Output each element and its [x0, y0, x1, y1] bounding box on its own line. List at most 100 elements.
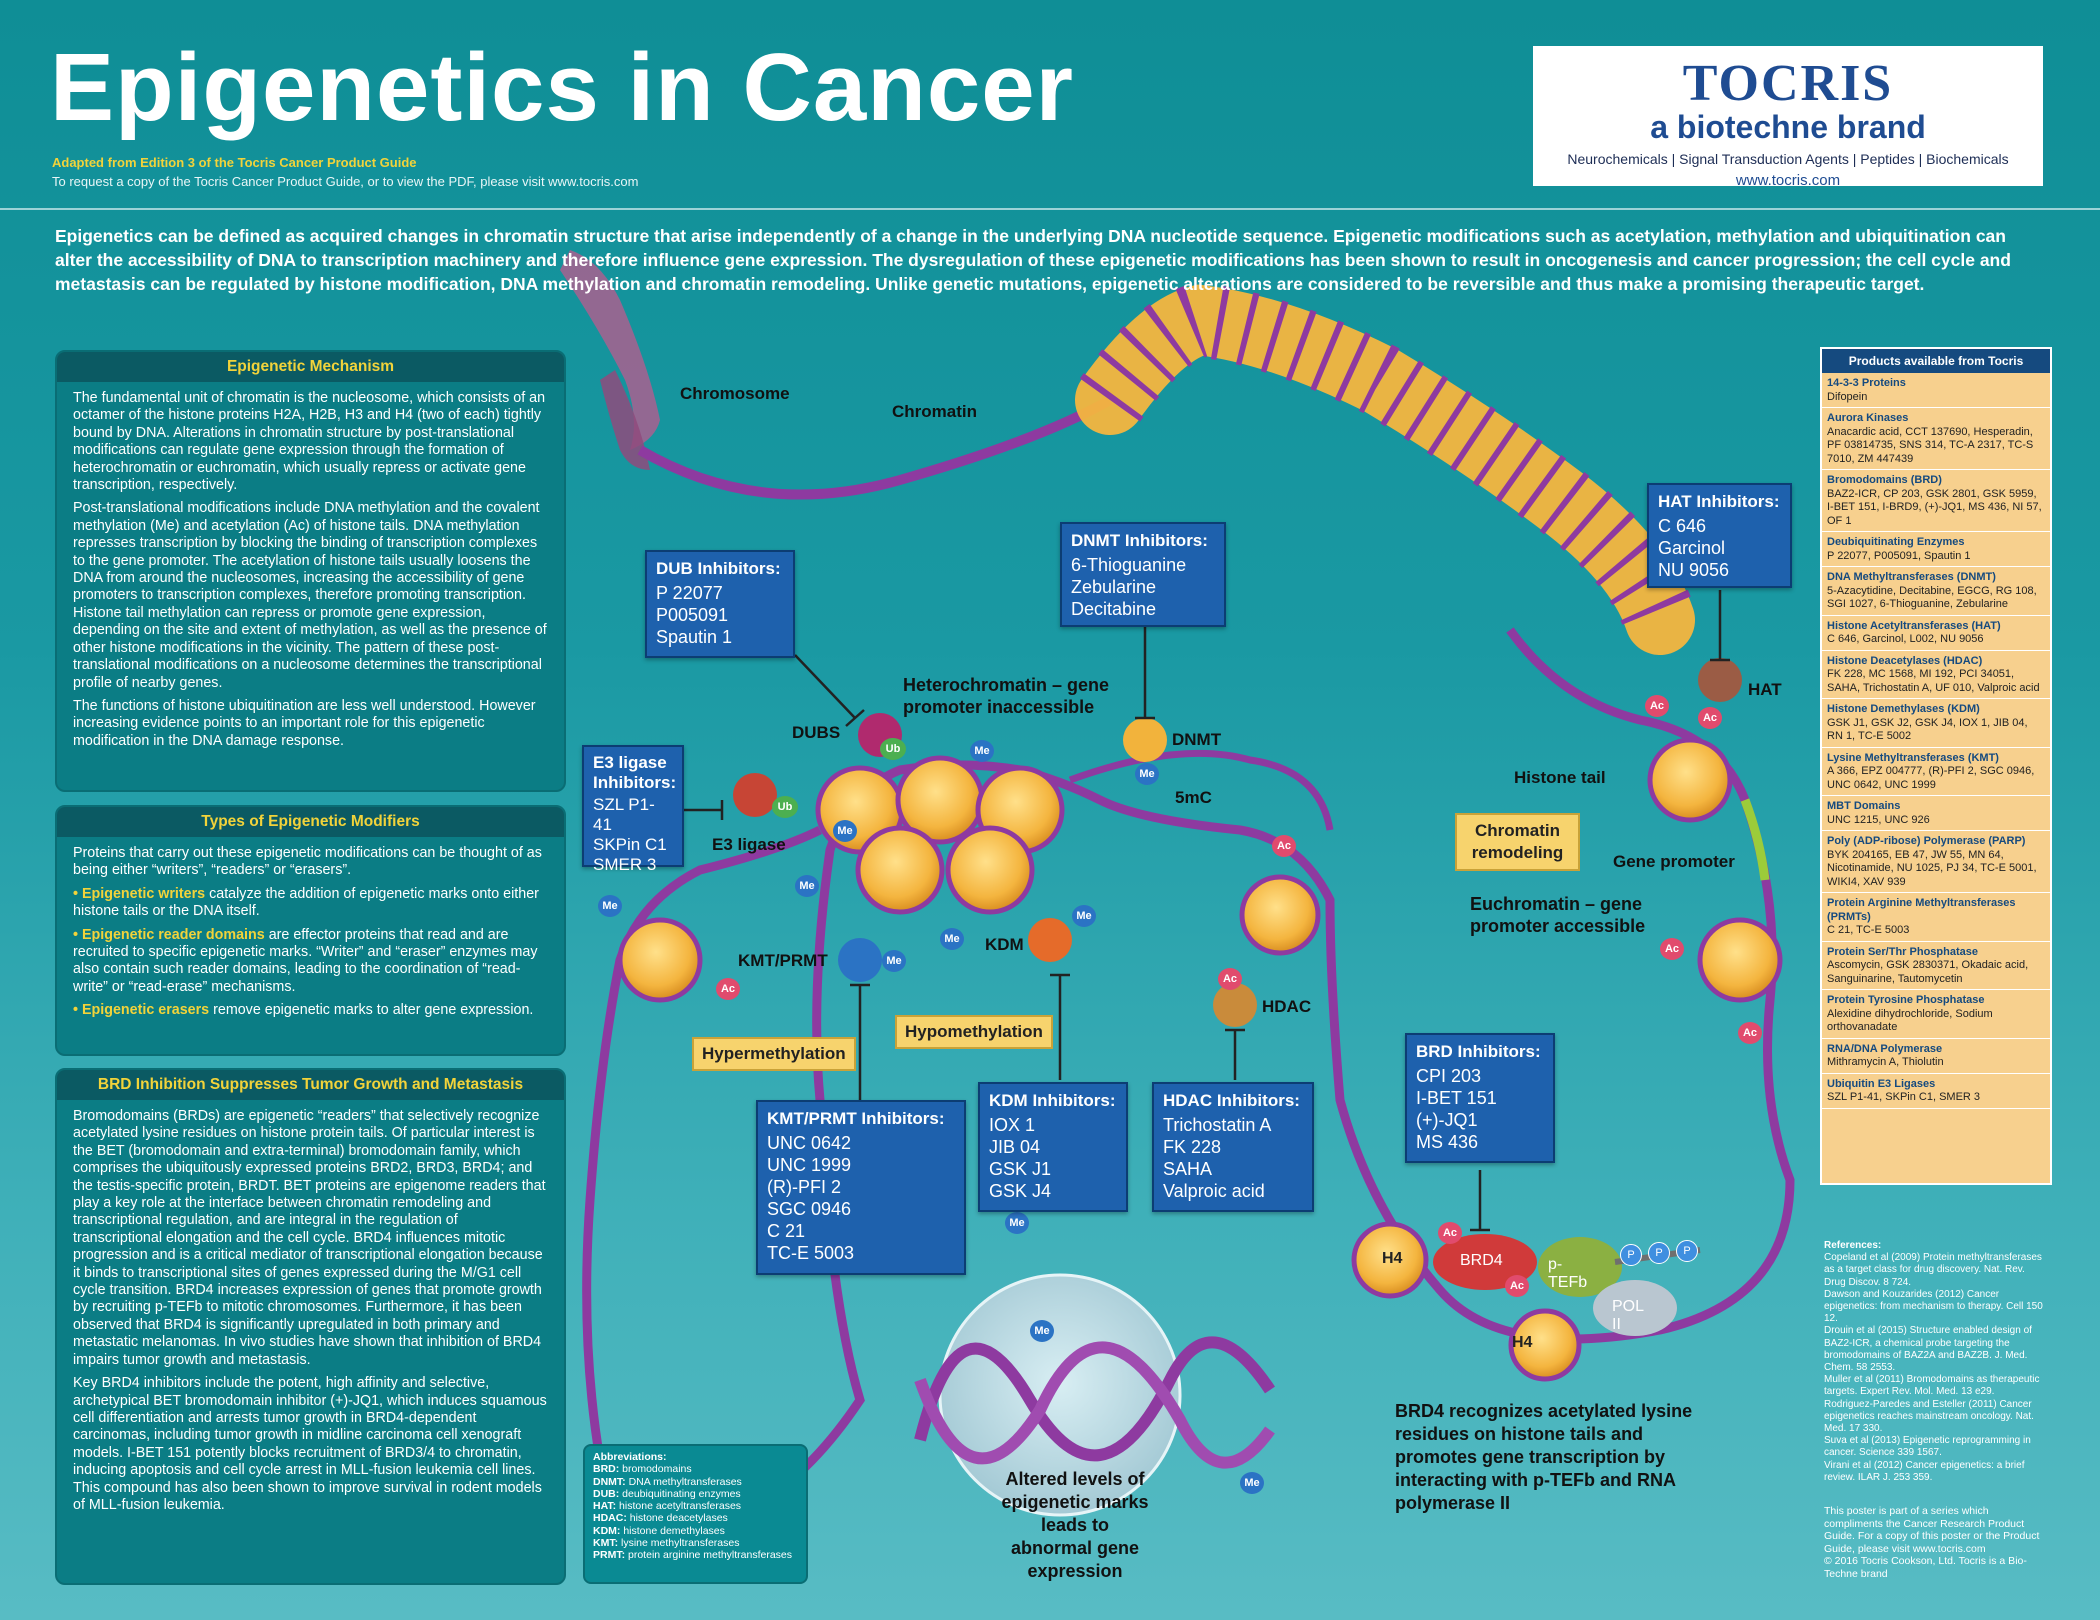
me-badge: Me [598, 895, 622, 917]
panel-title: Epigenetic Mechanism [57, 352, 564, 382]
reference-item: Virani et al (2012) Cancer epigenetics: … [1824, 1459, 2025, 1483]
ac-badge: Ac [1218, 968, 1242, 990]
reference-item: Suva et al (2013) Epigenetic reprogrammi… [1824, 1435, 2031, 1459]
ub-badge: Ub [880, 738, 906, 760]
euchromatin-label: Euchromatin – gene promoter accessible [1470, 894, 1646, 936]
panel-paragraph: Proteins that carry out these epigenetic… [73, 845, 542, 879]
me-badge: Me [1030, 1320, 1054, 1342]
abbreviations-box: Abbreviations: BRD: bromodomains DNMT: D… [583, 1444, 808, 1584]
dnmt-label: DNMT [1172, 730, 1222, 749]
me-badge: Me [1135, 763, 1159, 785]
abbr-item: KDM: histone demethylases [593, 1524, 725, 1537]
header-divider [0, 208, 2100, 210]
me-badge: Me [833, 820, 857, 842]
logo-url[interactable]: www.tocris.com [1735, 172, 1841, 190]
gene-promoter-label: Gene promoter [1613, 852, 1735, 871]
dna-loop [582, 627, 1795, 1536]
hypomethylation-label: Hypomethylation [895, 1015, 1053, 1049]
abbr-item: DNMT: DNA methyltransferases [593, 1475, 742, 1488]
product-category[interactable]: Protein Arginine Methyltransferases (PRM… [1822, 893, 2050, 942]
intro-paragraph: Epigenetics can be defined as acquired c… [55, 226, 2011, 294]
ac-badge: Ac [1645, 695, 1669, 717]
panel-paragraph: Key BRD4 inhibitors include the potent, … [73, 1375, 547, 1513]
ac-badge: Ac [1272, 835, 1296, 857]
nucleosomes [617, 737, 1783, 1382]
abbr-item: HAT: histone acetyltransferases [593, 1500, 742, 1513]
product-category[interactable]: Histone Acetyltransferases (HAT)C 646, G… [1822, 616, 2050, 651]
reference-item: Dawson and Kouzarides (2012) Cancer epig… [1824, 1288, 2043, 1325]
abbr-item: PRMT: protein arginine methyltransferase… [593, 1549, 793, 1562]
tocris-logo[interactable]: TOCRIS a biotechne brand Neurochemicals … [1533, 46, 2043, 190]
reference-item: Copeland et al (2009) Protein methyltran… [1824, 1252, 2042, 1288]
page-title: Epigenetics in Cancer [50, 34, 1074, 141]
readers-item: • Epigenetic reader domains are effector… [73, 926, 538, 995]
me-badge: Me [970, 740, 994, 762]
kmt-prmt-label: KMT/PRMT [738, 951, 828, 970]
phosphate-badge: P [1676, 1240, 1698, 1262]
ac-badge: Ac [1738, 1022, 1762, 1044]
hypermethylation-label: Hypermethylation [692, 1037, 856, 1071]
hdac-label: HDAC [1262, 997, 1312, 1016]
product-category[interactable]: Bromodomains (BRD)BAZ2-ICR, CP 203, GSK … [1822, 470, 2050, 532]
chromatin-label: Chromatin [892, 402, 977, 421]
hat-label: HAT [1748, 680, 1782, 699]
e3-ligase-label: E3 ligase [712, 835, 786, 854]
h4-label: H4 [1512, 1334, 1533, 1351]
panel-brd-inhibition: BRD Inhibition Suppresses Tumor Growth a… [55, 1068, 566, 1585]
chromatin-remodeling-label: Chromatin remodeling [1455, 813, 1580, 871]
products-title: Products available from Tocris [1822, 349, 2050, 373]
product-category[interactable]: DNA Methyltransferases (DNMT)5-Azacytidi… [1822, 567, 2050, 616]
logo-brand: TOCRIS [1682, 55, 1894, 112]
inhibition-lines [683, 590, 1730, 1232]
me-badge: Me [940, 928, 964, 950]
poster-note: This poster is part of a series which co… [1824, 1505, 2044, 1580]
me-badge: Me [795, 875, 819, 897]
product-category[interactable]: Lysine Methyltransferases (KMT)A 366, EP… [1822, 748, 2050, 796]
enzyme-shapes [733, 658, 1742, 1027]
ac-badge: Ac [1505, 1275, 1529, 1297]
products-panel: Products available from Tocris 14-3-3 Pr… [1820, 347, 2052, 1185]
panel-epigenetic-mechanism: Epigenetic Mechanism The fundamental uni… [55, 350, 566, 792]
reference-item: Muller et al (2011) Bromodomains as ther… [1824, 1374, 2040, 1398]
pol2-label: POL II [1612, 1298, 1644, 1333]
references-block: References: Copeland et al (2009) Protei… [1824, 1240, 2043, 1483]
product-category[interactable]: Histone Demethylases (KDM)GSK J1, GSK J2… [1822, 699, 2050, 748]
ac-badge: Ac [1660, 938, 1684, 960]
poster-note-text: This poster is part of a series which co… [1824, 1505, 2040, 1555]
logo-subtitle: a biotechne brand [1650, 109, 1926, 145]
adapted-note: Adapted from Edition 3 of the Tocris Can… [52, 155, 417, 170]
dna-helix [914, 1336, 1275, 1469]
me-badge: Me [1240, 1472, 1264, 1494]
logo-tagline: Neurochemicals | Signal Transduction Age… [1567, 151, 2009, 168]
panel-paragraph: The fundamental unit of chromatin is the… [73, 390, 546, 494]
panel-paragraph: Bromodomains (BRDs) are epigenetic “read… [73, 1108, 546, 1368]
abbr-item: BRD: bromodomains [593, 1463, 692, 1476]
ptefb-label: p-TEFb [1548, 1256, 1588, 1291]
product-category[interactable]: Histone Deacetylases (HDAC)FK 228, MC 15… [1822, 651, 2050, 699]
5mc-label: 5mC [1175, 788, 1212, 807]
me-badge: Me [1005, 1212, 1029, 1234]
ac-badge: Ac [716, 978, 740, 1000]
ac-badge: Ac [1438, 1222, 1462, 1244]
altered-marks-label: Altered levels of epigenetic marks leads… [1001, 1469, 1149, 1581]
panel-title: BRD Inhibition Suppresses Tumor Growth a… [57, 1070, 564, 1100]
chromosome-label: Chromosome [680, 384, 790, 403]
copyright-text: © 2016 Tocris Cookson, Ltd. Tocris is a … [1824, 1555, 2027, 1580]
gene-promoter-segment [1740, 798, 1770, 881]
product-category[interactable]: Poly (ADP-ribose) Polymerase (PARP)BYK 2… [1822, 831, 2050, 893]
